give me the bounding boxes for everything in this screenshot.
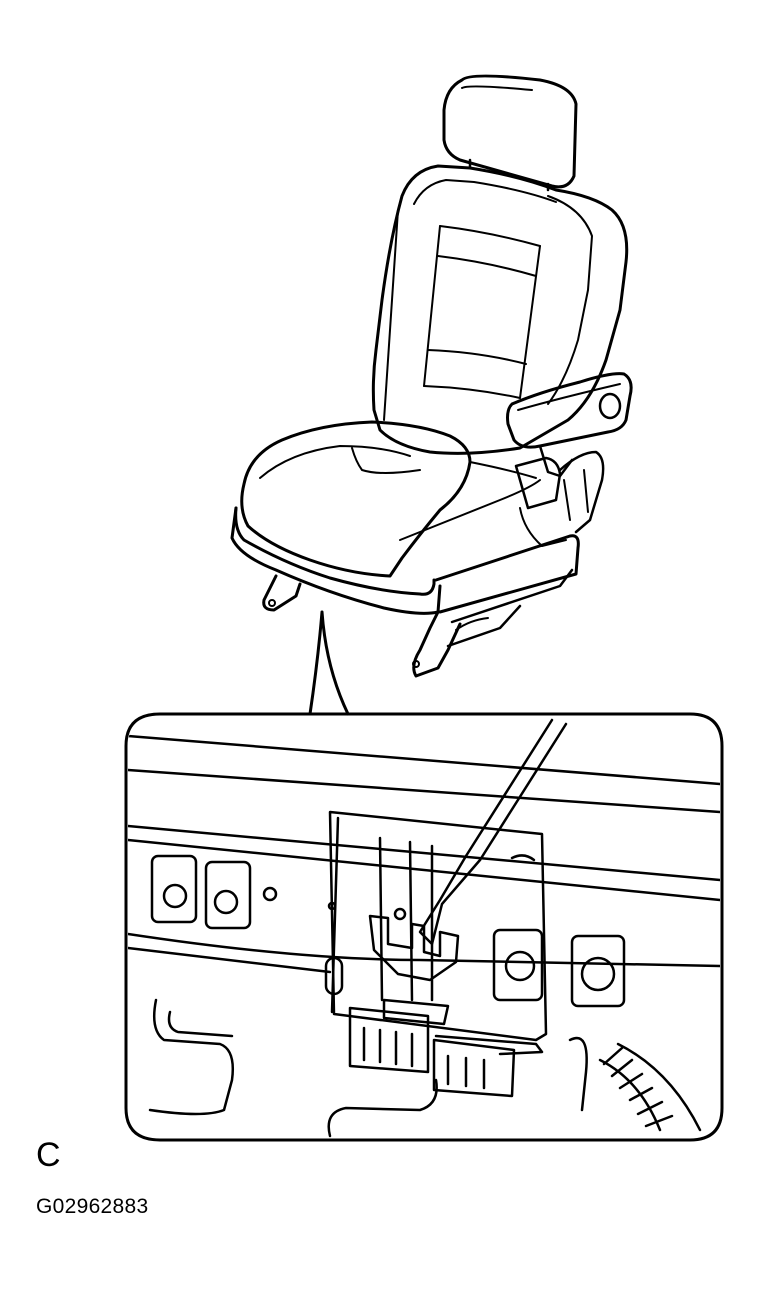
figure-code: G02962883 (36, 1195, 149, 1218)
recliner-mechanism (514, 450, 605, 547)
detail-leader-line (308, 610, 350, 716)
seat-drawing (230, 74, 633, 678)
view-label: C (36, 1136, 61, 1174)
headrest (442, 74, 578, 192)
rail-holes (150, 854, 626, 1008)
seat-cushion (240, 420, 541, 578)
wiring-connectors (348, 1006, 544, 1098)
screwdriver-tool[interactable] (418, 718, 568, 946)
armrest (506, 372, 633, 478)
seat-side-trim (230, 506, 580, 615)
detail-view (124, 712, 724, 1142)
detail-frame (124, 712, 724, 1142)
wire-harness (598, 1042, 702, 1132)
backrest (371, 164, 629, 455)
seat-rails (262, 568, 574, 678)
